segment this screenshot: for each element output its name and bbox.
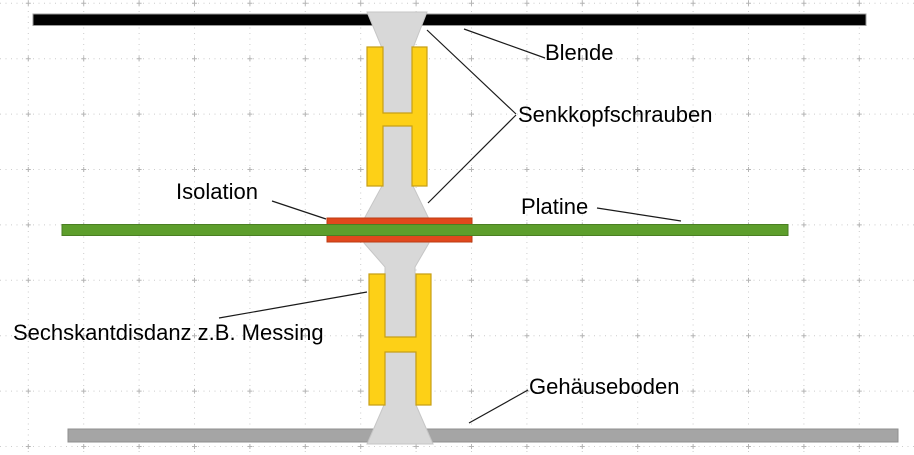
- isolation-label: Isolation: [176, 179, 258, 204]
- sechskant-label: Sechskantdisdanz z.B. Messing: [13, 320, 324, 345]
- gehaeuseboden-label: Gehäuseboden: [529, 374, 680, 399]
- sechskant-spacer-lower: [368, 273, 432, 406]
- senkkopf-leader-line-top: [426, 29, 517, 115]
- gehaeuseboden-leader-line: [468, 389, 529, 424]
- blende-leader-line: [463, 28, 546, 59]
- platine-bar: [61, 224, 789, 236]
- senkkopfschrauben-label: Senkkopfschrauben: [518, 102, 713, 127]
- platine-leader-line: [596, 207, 682, 222]
- gehaeuseboden-bar: [67, 428, 899, 443]
- platine-label: Platine: [521, 194, 589, 219]
- sechskant-spacer-upper: [366, 46, 428, 187]
- sechskant-leader-line: [218, 291, 368, 319]
- isolation-leader-line: [271, 200, 327, 220]
- blende-bar: [32, 13, 867, 26]
- blende-label: Blende: [545, 40, 614, 65]
- senkkopf-leader-line-bottom: [427, 114, 517, 204]
